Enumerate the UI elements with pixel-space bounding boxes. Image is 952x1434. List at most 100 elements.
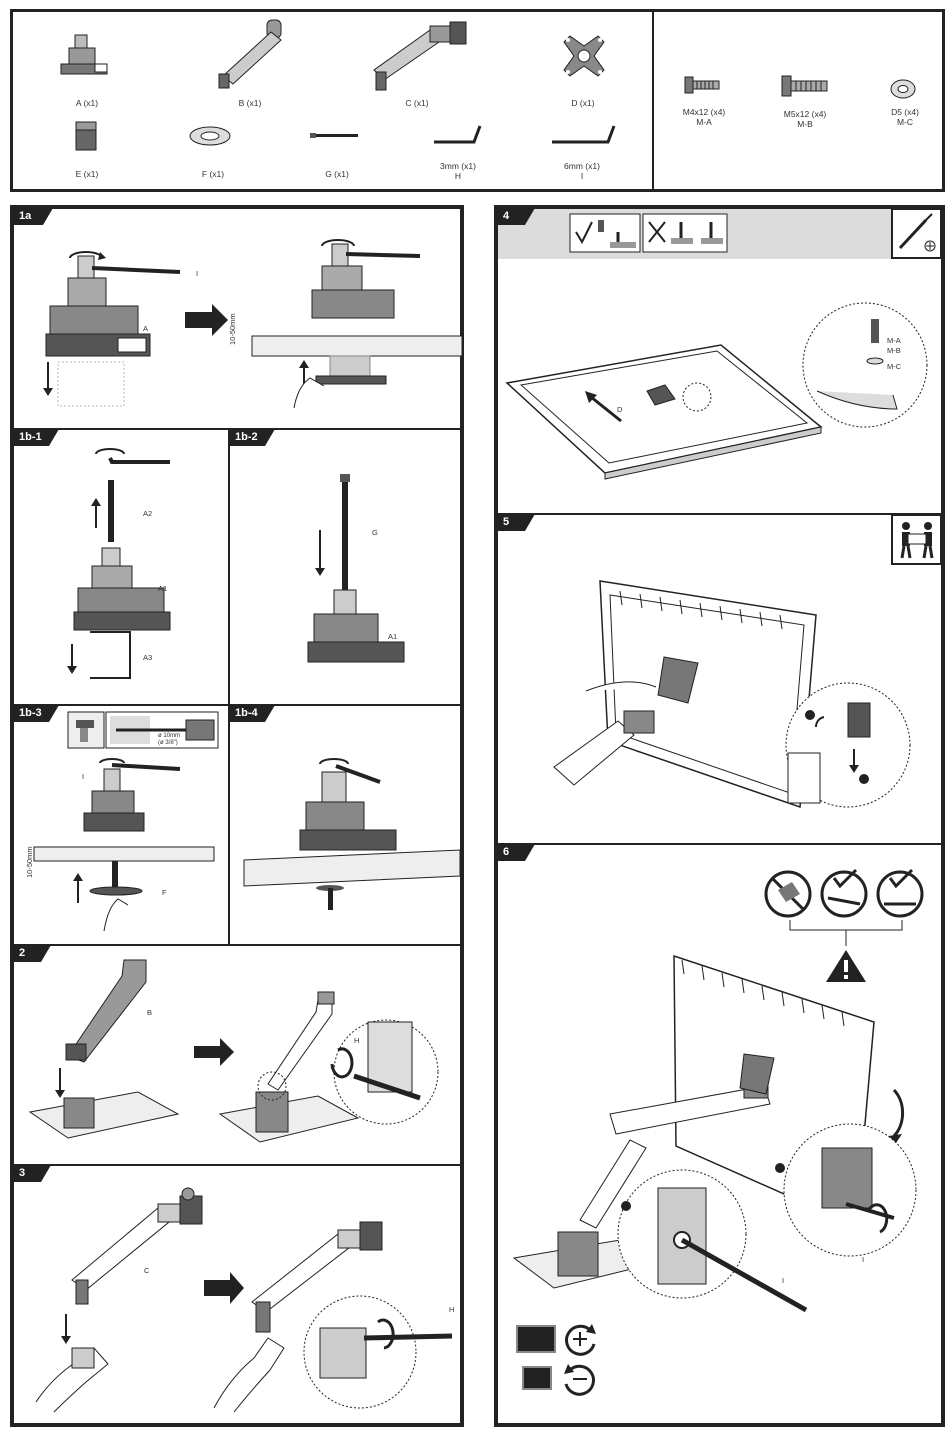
callout-1b1-a2: A2: [143, 509, 153, 518]
part-b-label: B (x1): [238, 98, 262, 108]
step-5-tag: 5: [497, 514, 535, 531]
washer-m-c-illustration: [890, 79, 916, 99]
step-1b2-cell: [229, 429, 461, 705]
step-2-tag: 2: [13, 945, 51, 962]
step-4-illustration: [505, 302, 928, 480]
callout-3-c: C: [144, 1266, 150, 1275]
callout-1b1-a3: A3: [143, 653, 153, 662]
step-1b4-cell: [229, 705, 461, 945]
part-h-letter: H: [454, 170, 462, 181]
two-person-lift-icon: [900, 522, 934, 559]
tension-decrease-square: [522, 1366, 552, 1390]
step-3-cell: [13, 1165, 461, 1424]
callout-1b3-range: 10-50mm: [25, 846, 34, 878]
step-4-tag: 4: [497, 208, 535, 225]
drill-size-metric: ø 10mm: [158, 733, 181, 739]
step-4-cell: [497, 208, 942, 514]
hex-key-i-illustration: [552, 125, 616, 144]
step-1b1-cell: [13, 429, 229, 705]
callout-1b2-a1: A1: [388, 632, 398, 641]
washer-m-c-label: D5 (x4) M-C: [874, 107, 936, 128]
correct-screw-icon: [569, 213, 641, 253]
callout-2-h: H: [354, 1036, 360, 1045]
part-c-label: C (x1): [405, 98, 429, 108]
callout-6-i-left: I: [782, 1276, 785, 1285]
part-i-label: 6mm (x1) I: [554, 161, 610, 182]
callout-1a-i: I: [196, 269, 199, 278]
step-1b2-tag: 1b-2: [229, 429, 275, 446]
step-2-illustration: [28, 959, 439, 1143]
callout-2-b: B: [147, 1008, 153, 1017]
incorrect-screw-icon: [642, 213, 728, 253]
screw-m-a-code: M-A: [696, 116, 712, 127]
step-6-illustration: [512, 954, 917, 1313]
callout-4-mc: M-C: [887, 362, 902, 371]
part-d-label: D (x1): [571, 98, 595, 108]
screw-m-b-label: M5x12 (x4) M-B: [774, 109, 836, 130]
drill-bit-detail: [105, 711, 219, 749]
orientation-warning-icons: [764, 868, 924, 982]
step-2-cell: [13, 945, 461, 1165]
screw-m-b-code: M-B: [797, 118, 813, 129]
part-i-letter: I: [580, 170, 584, 181]
washer-m-c-size: D5 (x4): [891, 107, 919, 117]
step-1b3-tag: 1b-3: [13, 705, 59, 722]
callout-4-ma: M-A: [887, 336, 901, 345]
part-g-label: G (x1): [325, 169, 349, 179]
callout-1b3-f: F: [162, 888, 167, 897]
step-3-tag: 3: [13, 1165, 51, 1182]
screw-m-a-size: M4x12 (x4): [682, 107, 726, 117]
part-b-illustration: [218, 19, 282, 89]
callout-1b1-a1: A1: [158, 584, 168, 593]
step-5-illustration: [553, 580, 911, 809]
part-e-label: E (x1): [75, 169, 99, 179]
part-a-label: A (x1): [75, 98, 99, 108]
step-6-tag: 6: [497, 844, 535, 861]
step-1b1-illustration: [67, 448, 171, 679]
step-3-illustration: [35, 1187, 453, 1413]
part-i-size: 6mm (x1): [564, 161, 600, 171]
callout-1a-range: 10-50mm: [228, 313, 237, 345]
washer-m-c-code: M-C: [896, 116, 914, 127]
part-f-label: F (x1): [201, 169, 225, 179]
part-f-illustration: [189, 126, 231, 146]
parts-divider: [652, 11, 654, 190]
step-5-cell: [497, 514, 942, 844]
part-h-label: 3mm (x1) H: [430, 161, 486, 182]
tension-increase-square: [516, 1325, 556, 1353]
step-1a-tag: 1a: [13, 208, 53, 225]
callout-1b3-i: I: [82, 772, 85, 781]
step-1b1-tag: 1b-1: [13, 429, 59, 446]
part-h-size: 3mm (x1): [440, 161, 476, 171]
screw-m-a-label: M4x12 (x4) M-A: [673, 107, 735, 128]
tension-decrease-icon: [564, 1364, 595, 1396]
drill-icon: [67, 711, 105, 749]
callout-6-i-right: I: [862, 1255, 865, 1264]
callout-3-h: H: [449, 1305, 455, 1314]
part-g-illustration: [310, 133, 358, 138]
screw-m-b-size: M5x12 (x4): [783, 109, 827, 119]
part-e-illustration: [75, 121, 97, 151]
callout-4-d: D: [617, 405, 623, 414]
step-1b4-illustration: [243, 758, 461, 910]
part-a-illustration: [60, 34, 108, 75]
step-1b2-illustration: [307, 474, 405, 663]
callout-4-mb: M-B: [887, 346, 901, 355]
step-6-cell: [497, 844, 942, 1424]
step-1b3-illustration: [33, 758, 215, 932]
screwdriver-box: [891, 208, 942, 259]
step-1b3-cell: [13, 705, 229, 945]
part-d-illustration: [563, 35, 605, 77]
step-1b4-tag: 1b-4: [229, 705, 275, 722]
part-c-illustration: [373, 21, 467, 91]
parts-list-panel: [10, 9, 945, 192]
callout-1b2-g: G: [372, 528, 378, 537]
callout-1a-a: A: [143, 324, 149, 333]
screw-m-b-illustration: [781, 75, 828, 97]
screwdriver-icon: [898, 213, 936, 252]
drill-size-imperial: (ø 3/8"): [158, 740, 178, 746]
step-1a-illustration: [43, 239, 463, 409]
step-1a-cell: [13, 208, 461, 429]
tension-increase-icon: [565, 1324, 596, 1356]
two-person-box: [891, 514, 942, 565]
